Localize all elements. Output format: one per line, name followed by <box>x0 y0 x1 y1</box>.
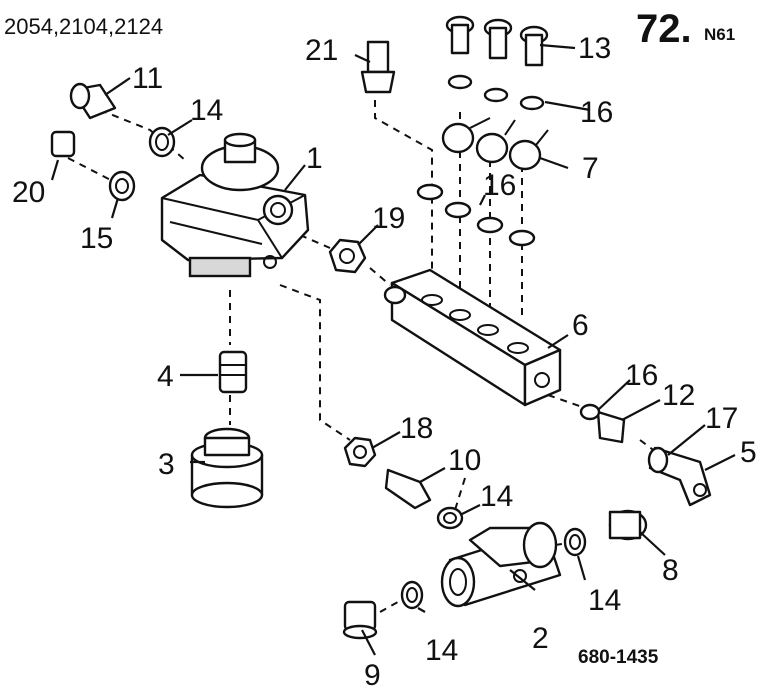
part-cap <box>190 427 264 509</box>
part-fitting <box>596 410 626 444</box>
part-small-washers <box>416 74 601 421</box>
callout-8: 8 <box>662 554 679 587</box>
part-manifold-bar <box>383 268 562 407</box>
callout-11: 11 <box>132 62 163 95</box>
callout-16-mid: 16 <box>483 169 516 202</box>
callout-12: 12 <box>662 379 695 412</box>
callout-10: 10 <box>448 444 481 477</box>
model-numbers: 2054,2104,2124 <box>4 14 163 39</box>
figure-reference: 680-1435 <box>578 647 659 668</box>
callout-14-right: 14 <box>588 584 621 617</box>
part-connector <box>384 468 432 510</box>
part-sealing-rings <box>148 126 587 610</box>
part-nipple <box>218 350 248 394</box>
callout-1: 1 <box>306 142 323 175</box>
part-tee-pipe <box>440 521 562 608</box>
callout-numbers: 1 2 3 4 5 6 7 8 9 10 11 12 13 14 14 14 1… <box>12 32 757 692</box>
callout-17: 17 <box>705 402 738 435</box>
part-union <box>608 509 648 541</box>
callout-6: 6 <box>572 309 589 342</box>
part-plug <box>342 600 378 640</box>
page-suffix: N61 <box>704 25 735 44</box>
part-nut <box>343 436 377 468</box>
part-ring <box>647 446 669 474</box>
part-bolts <box>445 15 549 67</box>
callout-2: 2 <box>532 622 549 655</box>
callout-13: 13 <box>578 32 611 65</box>
callout-20: 20 <box>12 176 45 209</box>
callout-21: 21 <box>305 34 338 67</box>
part-coupling <box>360 40 396 94</box>
part-small-plug <box>50 130 76 158</box>
callout-14-mid: 14 <box>480 480 513 513</box>
callout-5: 5 <box>740 436 757 469</box>
callout-3: 3 <box>158 448 175 481</box>
callout-14-top: 14 <box>190 94 223 127</box>
callout-16-right: 16 <box>625 359 658 392</box>
callout-18: 18 <box>400 412 433 445</box>
part-washer <box>108 170 136 202</box>
part-adapter <box>69 82 117 120</box>
page-number: 72. <box>636 7 692 51</box>
callout-9: 9 <box>364 659 381 692</box>
leader-lines <box>50 43 736 656</box>
callout-4: 4 <box>157 360 174 393</box>
part-banjo-fittings <box>441 117 549 171</box>
callout-15: 15 <box>80 222 113 255</box>
callout-7: 7 <box>582 152 599 185</box>
callout-14-bottom: 14 <box>425 634 458 667</box>
part-nut-large <box>328 238 367 274</box>
callout-19: 19 <box>372 202 405 235</box>
part-valve-body <box>160 132 310 278</box>
callout-16-top: 16 <box>580 96 613 129</box>
